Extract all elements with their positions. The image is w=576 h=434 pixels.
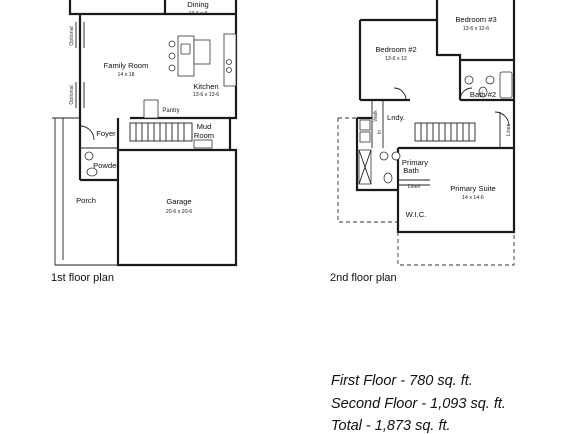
porch-label: Porch (76, 196, 96, 205)
primary-suite-label: Primary Suite (450, 184, 496, 193)
sink-icon (180, 43, 191, 55)
optional-window-lower (75, 82, 85, 108)
garage-label: Garage (166, 197, 191, 206)
stool-icon (168, 52, 176, 60)
linen-label-lower: Linen (408, 184, 421, 190)
bath2-sink-icon (464, 75, 474, 85)
primary-toilet-icon (383, 172, 393, 184)
bedroom2-label: Bedroom #2 (375, 45, 416, 54)
bedroom2-north-wall (360, 0, 439, 22)
foyer-label: Foyer (96, 129, 116, 138)
powder-sink-icon (84, 151, 94, 161)
second-floor-sqft: Second Floor - 1,093 sq. ft. (331, 396, 506, 412)
first-floor-sqft: First Floor - 780 sq. ft. (331, 373, 473, 389)
pantry-label: Pantry (162, 108, 179, 114)
kitchen-island (177, 35, 195, 77)
walk-in-label-line2: In (377, 130, 383, 134)
garage-dims: 20-6 x 20-6 (166, 209, 192, 215)
primary-sink-icon (391, 151, 401, 161)
porch-outline (54, 118, 118, 266)
kitchen-label: Kitchen (193, 82, 218, 91)
first-floor-plan: Dining 13-6 x 9 Family Room 14 x 18 Kitc… (52, 0, 238, 267)
bedroom3-dims: 13-6 x 12-6 (463, 26, 489, 32)
primary-bath-label-line1: Primary (402, 158, 428, 167)
burner-icon (226, 59, 232, 65)
family-room-label: Family Room (104, 61, 149, 70)
bedroom-divider-wall (435, 20, 462, 100)
stool-icon (168, 64, 176, 72)
bathtub-icon (499, 71, 513, 99)
mud-room-bench (193, 139, 213, 149)
primary-sink-icon (379, 151, 389, 161)
primary-bath-west-wall (355, 118, 398, 192)
kitchen-dims: 13-6 x 13-6 (193, 92, 219, 98)
pantry-shelves (143, 99, 159, 119)
first-floor-stairs (129, 122, 193, 142)
bedroom3-label: Bedroom #3 (455, 15, 496, 24)
roof-overhang-outline (337, 118, 398, 223)
stool-icon (168, 40, 176, 48)
dryer-icon (359, 131, 371, 143)
family-room-dims: 14 x 18 (117, 72, 134, 78)
laundry-label: Lndy. (387, 113, 405, 122)
total-sqft: Total - 1,873 sq. ft. (331, 418, 451, 434)
primary-bath-label-line2: Bath (403, 166, 419, 175)
garage-walls (116, 148, 238, 267)
toilet-icon (86, 167, 98, 177)
linen-label-upper: Linen (506, 124, 512, 137)
second-floor-stairs (414, 122, 476, 142)
primary-suite-walls (396, 148, 516, 234)
shower-drain-marks (358, 149, 372, 185)
bath2-label: Bath #2 (470, 90, 496, 99)
hall-door-swing (494, 111, 510, 127)
bedroom2-dims: 13-6 x 12 (385, 56, 407, 62)
dining-dims: 13-6 x 9 (189, 11, 208, 17)
second-floor-caption: 2nd floor plan (330, 272, 397, 284)
porch-roof-outline (397, 232, 515, 266)
mud-room-label-line2: Room (194, 131, 214, 140)
mud-room-label-line1: Mud (197, 122, 212, 131)
powder-label: Powder (93, 161, 119, 170)
bath2-door-swing (459, 87, 473, 101)
refrigerator-icon (193, 39, 211, 65)
primary-suite-dims: 14 x 14-6 (462, 195, 484, 201)
bedroom2-door-swing (393, 87, 407, 101)
dining-label: Dining (187, 0, 209, 9)
optional-window-label-upper: Optional (69, 26, 75, 45)
burner-icon (226, 67, 232, 73)
walk-in-label-line1: Walk (373, 110, 379, 122)
optional-window-label-lower: Optional (69, 85, 75, 104)
second-floor-plan: Bedroom #3 13-6 x 12-6 Bedroom #2 13-6 x… (337, 0, 516, 266)
bath2-toilet-icon (478, 86, 488, 98)
first-floor-caption: 1st floor plan (51, 272, 114, 284)
optional-window-upper (75, 22, 85, 48)
wic-label: W.I.C. (406, 210, 427, 219)
washer-icon (359, 119, 371, 131)
dining-bay-wall (68, 0, 167, 16)
bath2-sink-icon (485, 75, 495, 85)
front-door-swing (79, 125, 95, 141)
